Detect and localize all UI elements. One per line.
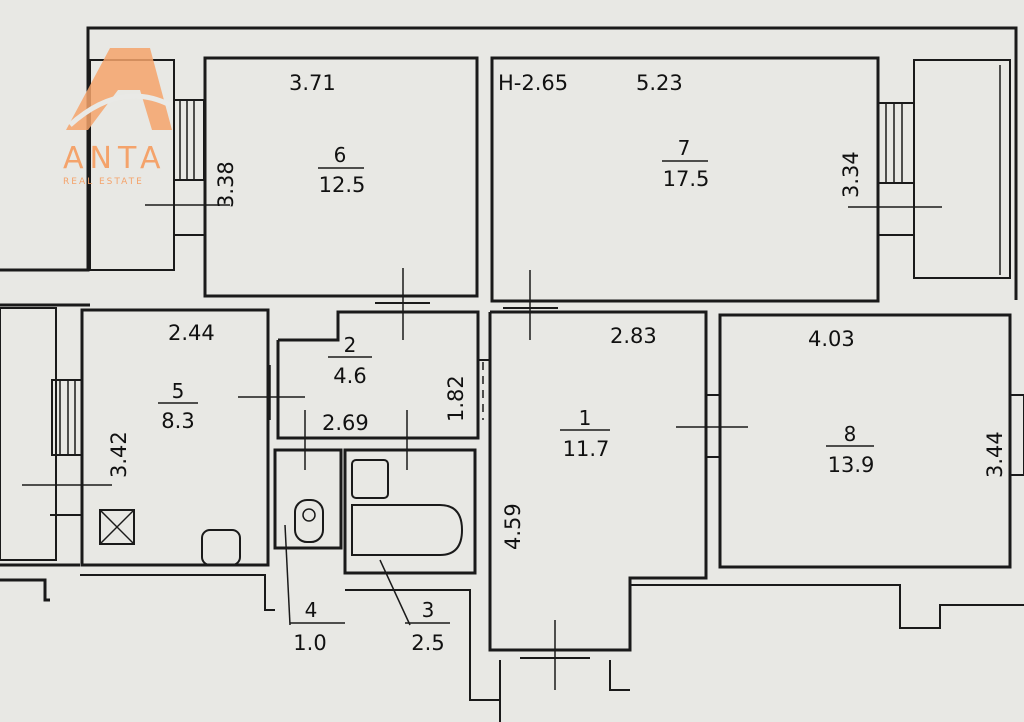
- room-5-area: 8.3: [161, 409, 194, 433]
- room-2-width: 2.69: [322, 411, 369, 435]
- logo-tagline: REAL ESTATE: [63, 177, 144, 187]
- ceiling-height-label: H-2.65: [498, 71, 568, 95]
- room-7-length: 3.34: [839, 151, 863, 198]
- room-6-area: 12.5: [319, 173, 366, 197]
- room-5-width: 2.44: [168, 321, 215, 345]
- left-balcony-area: [89, 59, 205, 271]
- room-1-length: 4.59: [501, 503, 525, 550]
- room-1-area: 11.7: [563, 437, 610, 461]
- room-8-area: 13.9: [828, 453, 875, 477]
- logo-name: ANTA: [63, 141, 166, 176]
- room-5-length: 3.42: [107, 431, 131, 478]
- room-6-width: 3.71: [289, 71, 336, 95]
- room-1-width: 2.83: [610, 324, 657, 348]
- room-6-length: 3.38: [214, 161, 238, 208]
- room-2-number: 2: [344, 333, 357, 357]
- room-1-number: 1: [579, 406, 592, 430]
- room-8-width: 4.03: [808, 327, 855, 351]
- right-balcony-area: [877, 59, 1011, 279]
- room-2-length: 1.82: [444, 375, 468, 422]
- room-3-number: 3: [422, 598, 435, 622]
- room-2-area: 4.6: [333, 364, 366, 388]
- room-8-number: 8: [844, 422, 857, 446]
- room-5-number: 5: [172, 379, 185, 403]
- room-4: [273, 448, 343, 626]
- room-8-length: 3.44: [983, 431, 1007, 478]
- anta-logo: ANTA REAL ESTATE: [63, 48, 172, 187]
- room-1: [488, 310, 748, 690]
- outer-walls: [0, 26, 1018, 602]
- room-6-number: 6: [334, 143, 347, 167]
- room-4-number: 4: [305, 598, 318, 622]
- room-7-number: 7: [678, 136, 691, 160]
- room-3-area: 2.5: [411, 631, 444, 655]
- left-neighbor-room: [0, 307, 57, 561]
- lower-walls: [80, 574, 1024, 722]
- room-2: [269, 310, 490, 470]
- room-7-area: 17.5: [663, 167, 710, 191]
- room-8: [705, 313, 1024, 569]
- room-7-width: 5.23: [636, 71, 683, 95]
- room-3: [343, 448, 477, 626]
- room-4-area: 1.0: [293, 631, 326, 655]
